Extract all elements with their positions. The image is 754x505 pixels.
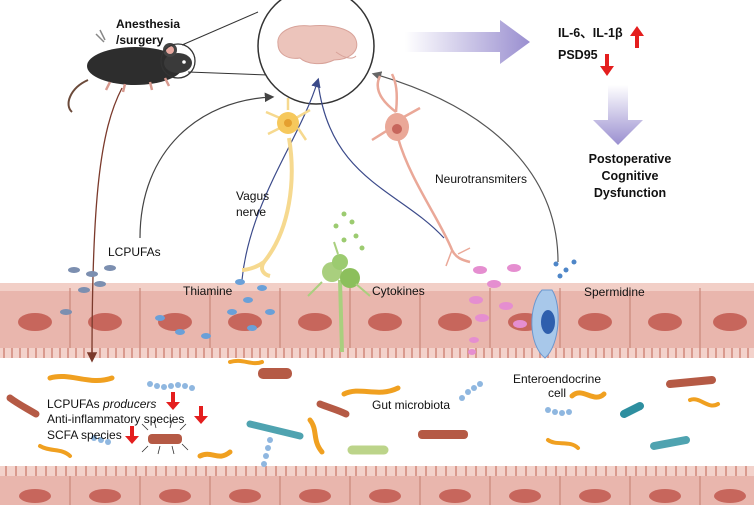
spermidine-molecules bbox=[553, 259, 577, 279]
lcpufas-label: LCPUFAs bbox=[108, 245, 161, 259]
producers-down-arrow-icon bbox=[166, 392, 180, 410]
mouse-icon bbox=[67, 29, 196, 113]
cytokine-cell-cluster bbox=[307, 241, 371, 353]
neurotransmitters-label: Neurotransmiters bbox=[435, 172, 528, 186]
cortical-neuron-icon bbox=[371, 73, 471, 267]
lcpufas-producers-label: LCPUFAs producers bbox=[47, 397, 156, 411]
big-arrow-down bbox=[593, 85, 643, 145]
vagus-label-line2: nerve bbox=[236, 205, 267, 219]
cytokine-dots bbox=[333, 211, 365, 251]
vagus-label-line1: Vagus bbox=[236, 189, 270, 203]
thiamine-label: Thiamine bbox=[183, 284, 233, 298]
up-arrow-icon bbox=[630, 26, 644, 48]
cytokines-line bbox=[317, 81, 445, 239]
thiamine-arrow bbox=[241, 77, 321, 281]
lower-epithelium bbox=[0, 466, 754, 505]
thiamine-molecules bbox=[155, 279, 275, 339]
down-arrow-icon bbox=[600, 54, 614, 76]
scfa-label: SCFA species bbox=[47, 428, 122, 442]
brain-icon bbox=[257, 0, 375, 105]
lcpufas-molecules bbox=[60, 265, 116, 315]
scfa-down-arrow-icon bbox=[125, 426, 139, 444]
lcpufas-producers-suffix: producers bbox=[103, 397, 157, 411]
cytokines-label: Cytokines bbox=[372, 284, 425, 298]
enteroendocrine-label-line2: cell bbox=[547, 386, 566, 400]
cytokine-markers-label: IL-6、IL-1β bbox=[558, 26, 623, 40]
neurotransmitter-vesicles bbox=[468, 264, 527, 355]
bacteria-icon bbox=[6, 358, 720, 467]
spermidine-arrow bbox=[371, 71, 559, 263]
anti-inflammatory-label: Anti-inflammatory species bbox=[47, 412, 185, 426]
psd95-label: PSD95 bbox=[558, 48, 598, 62]
big-arrow-right bbox=[405, 20, 530, 64]
pocd-label-line2: Cognitive bbox=[601, 169, 659, 183]
anesthesia-label-line2: /surgery bbox=[116, 33, 164, 47]
enteroendocrine-cell-icon bbox=[531, 289, 559, 359]
lcpufas-producers-prefix: LCPUFAs bbox=[47, 397, 100, 411]
lcpufas-arrow bbox=[139, 92, 275, 239]
spermidine-label: Spermidine bbox=[584, 285, 645, 299]
mouse-to-gut-line bbox=[86, 87, 123, 363]
pocd-label-line3: Dysfunction bbox=[593, 186, 667, 200]
anti-inflammatory-down-arrow-icon bbox=[194, 406, 208, 424]
pocd-label-line1: Postoperative bbox=[588, 152, 672, 166]
gut-microbiota-label: Gut microbiota bbox=[372, 398, 451, 412]
anesthesia-label-line1: Anesthesia bbox=[116, 17, 181, 31]
enteroendocrine-label-line1: Enteroendocrine bbox=[512, 372, 602, 386]
vagus-neuron-icon bbox=[241, 98, 311, 278]
